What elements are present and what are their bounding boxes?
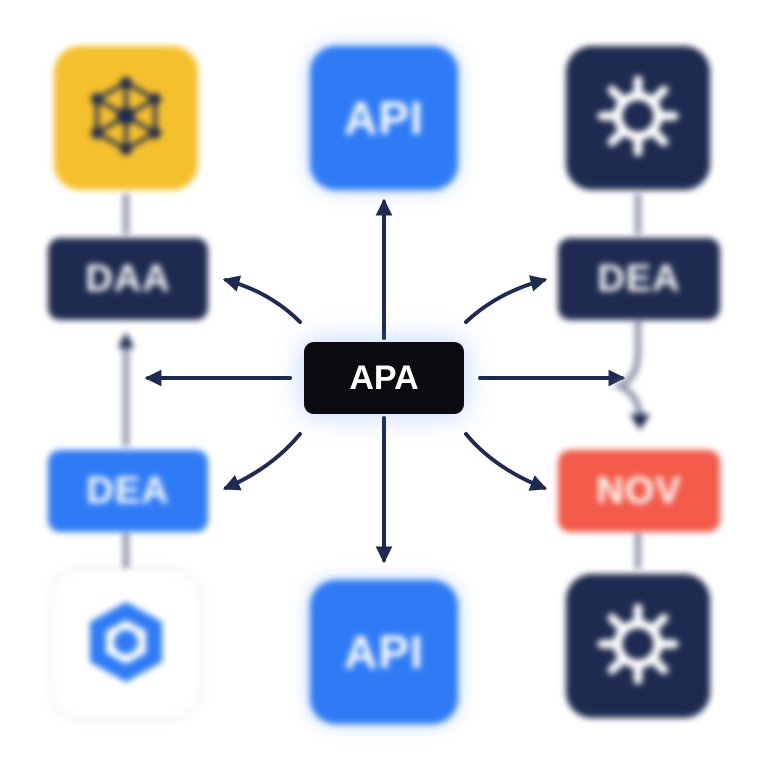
center-node-label: APA (349, 358, 419, 397)
api-tile-bottom-label: API (344, 626, 424, 678)
node-nov-label: NOV (596, 469, 682, 512)
node-dea-left[interactable]: DEA (48, 450, 208, 532)
arrowhead-right-mid (630, 414, 650, 430)
arrow-up-left (222, 275, 302, 324)
hexagon-icon (78, 594, 174, 695)
arrow-down-right (464, 432, 548, 491)
gear-tile-top[interactable] (566, 46, 710, 190)
gear-icon (596, 602, 680, 691)
node-daa-label: DAA (85, 257, 171, 300)
api-tile-top-label: API (344, 92, 424, 144)
gear-tile-bottom[interactable] (566, 574, 710, 718)
connector-right-mid (612, 319, 643, 423)
api-tile-top[interactable]: API (310, 46, 458, 190)
node-nov[interactable]: NOV (558, 450, 720, 532)
node-dea-left-label: DEA (86, 469, 170, 512)
node-dea-right-label: DEA (597, 257, 681, 300)
arrowhead-left-mid (118, 332, 134, 348)
network-tile[interactable] (54, 46, 198, 190)
network-graph-icon (87, 76, 165, 160)
api-tile-bottom[interactable]: API (310, 580, 458, 724)
node-daa[interactable]: DAA (48, 238, 208, 320)
node-dea-right[interactable]: DEA (558, 238, 720, 320)
arrow-down-left (222, 432, 302, 491)
hexagon-tile[interactable] (54, 572, 198, 716)
gear-icon (596, 74, 680, 163)
arrow-up-right (464, 275, 548, 324)
center-node-apa[interactable]: APA (304, 342, 464, 414)
